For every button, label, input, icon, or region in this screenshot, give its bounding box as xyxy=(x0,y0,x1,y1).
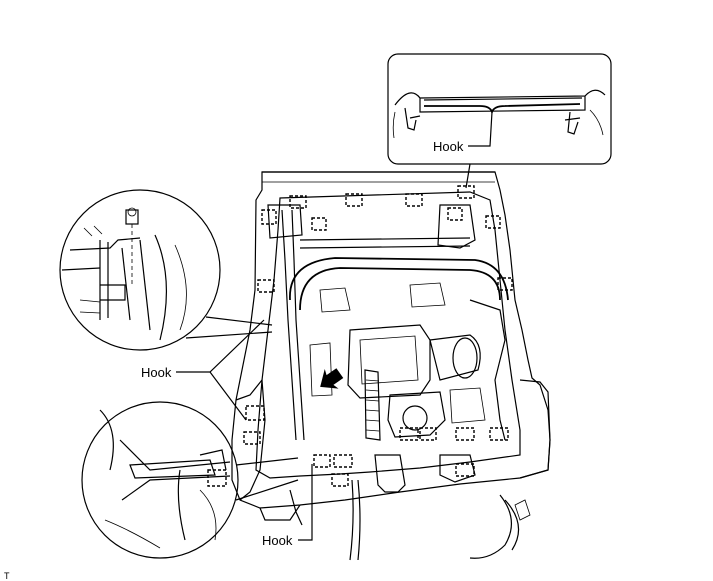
clip-marker xyxy=(245,405,265,421)
hook-label-bottom: Hook xyxy=(262,533,293,548)
clip-marker xyxy=(243,431,261,445)
seat-back-frame xyxy=(231,171,551,561)
clip-marker xyxy=(345,193,363,207)
clip-marker xyxy=(313,454,331,468)
clip-marker xyxy=(489,427,509,441)
direction-arrow-icon xyxy=(320,368,344,389)
detail-circle-lower-left xyxy=(81,401,299,559)
figure-code: T xyxy=(4,571,10,581)
clip-marker xyxy=(405,193,423,207)
detail-callout-top: Hook xyxy=(387,53,612,189)
hook-label-left: Hook xyxy=(141,365,172,380)
detail-circle-upper-left xyxy=(59,189,273,351)
clip-marker xyxy=(419,427,437,441)
clip-marker xyxy=(311,217,327,231)
clip-marker xyxy=(289,195,307,209)
clip-marker xyxy=(497,277,513,291)
hook-label-top: Hook xyxy=(433,139,464,154)
clip-markers xyxy=(243,185,513,487)
clip-marker xyxy=(447,207,463,221)
clip-marker xyxy=(257,279,275,293)
clip-marker xyxy=(333,454,353,468)
clip-marker xyxy=(261,209,277,225)
clip-marker xyxy=(331,473,349,487)
clip-marker xyxy=(455,427,475,441)
clip-marker xyxy=(485,215,501,229)
clip-marker xyxy=(455,463,475,477)
hook-leaders: Hook Hook xyxy=(141,319,313,548)
